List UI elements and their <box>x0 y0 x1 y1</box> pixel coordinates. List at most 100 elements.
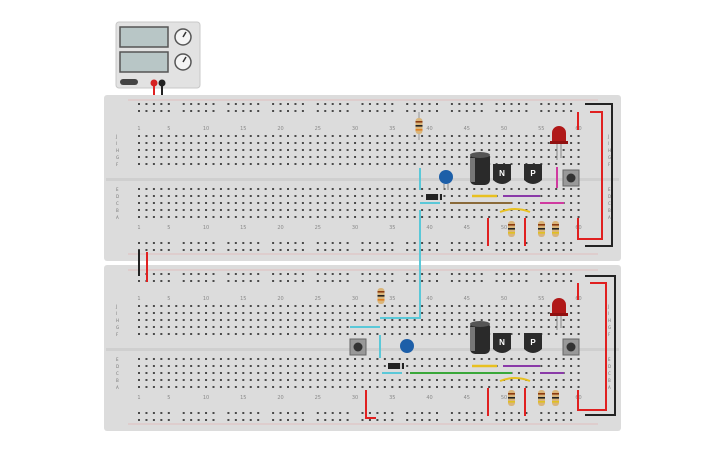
terminal-hole[interactable] <box>480 358 483 360</box>
terminal-hole[interactable] <box>257 333 260 335</box>
terminal-hole[interactable] <box>532 358 535 360</box>
terminal-hole[interactable] <box>219 312 222 314</box>
terminal-hole[interactable] <box>175 305 178 307</box>
terminal-hole[interactable] <box>167 149 170 151</box>
terminal-hole[interactable] <box>391 319 394 321</box>
terminal-hole[interactable] <box>309 333 312 335</box>
terminal-hole[interactable] <box>294 358 297 360</box>
terminal-hole[interactable] <box>234 312 237 314</box>
terminal-hole[interactable] <box>562 209 565 211</box>
terminal-hole[interactable] <box>242 202 245 204</box>
terminal-hole[interactable] <box>443 135 446 137</box>
rail-hole[interactable] <box>227 273 230 275</box>
terminal-hole[interactable] <box>249 202 252 204</box>
terminal-hole[interactable] <box>354 319 357 321</box>
terminal-hole[interactable] <box>242 372 245 374</box>
rail-hole[interactable] <box>190 103 193 105</box>
rail-hole[interactable] <box>562 273 565 275</box>
terminal-hole[interactable] <box>331 195 334 197</box>
rail-hole[interactable] <box>421 419 424 421</box>
rail-hole[interactable] <box>242 412 245 414</box>
resistor-bottom-2[interactable] <box>508 390 515 406</box>
terminal-hole[interactable] <box>406 149 409 151</box>
terminal-hole[interactable] <box>339 312 342 314</box>
rail-hole[interactable] <box>190 110 193 112</box>
terminal-hole[interactable] <box>465 216 468 218</box>
terminal-hole[interactable] <box>197 372 200 374</box>
rail-hole[interactable] <box>368 242 371 244</box>
terminal-hole[interactable] <box>383 319 386 321</box>
terminal-hole[interactable] <box>443 326 446 328</box>
terminal-hole[interactable] <box>294 135 297 137</box>
rail-hole[interactable] <box>145 110 148 112</box>
terminal-hole[interactable] <box>287 379 289 381</box>
rail-hole[interactable] <box>540 419 543 421</box>
terminal-hole[interactable] <box>532 326 535 328</box>
terminal-hole[interactable] <box>495 216 498 218</box>
rail-hole[interactable] <box>182 273 185 275</box>
terminal-hole[interactable] <box>167 312 170 314</box>
terminal-hole[interactable] <box>249 379 252 381</box>
terminal-hole[interactable] <box>368 202 371 204</box>
terminal-hole[interactable] <box>197 216 200 218</box>
terminal-hole[interactable] <box>138 188 140 190</box>
terminal-hole[interactable] <box>436 312 438 314</box>
rail-hole[interactable] <box>428 103 431 105</box>
terminal-hole[interactable] <box>167 319 170 321</box>
rail-hole[interactable] <box>570 273 573 275</box>
terminal-hole[interactable] <box>167 358 170 360</box>
terminal-hole[interactable] <box>421 333 424 335</box>
terminal-hole[interactable] <box>212 365 215 367</box>
terminal-hole[interactable] <box>540 195 543 197</box>
terminal-hole[interactable] <box>465 195 468 197</box>
terminal-hole[interactable] <box>525 358 528 360</box>
rail-hole[interactable] <box>458 419 461 421</box>
rail-hole[interactable] <box>324 280 327 282</box>
terminal-hole[interactable] <box>346 135 349 137</box>
rail-hole[interactable] <box>339 273 342 275</box>
terminal-hole[interactable] <box>242 142 245 144</box>
terminal-hole[interactable] <box>175 326 178 328</box>
rail-hole[interactable] <box>555 110 558 112</box>
terminal-hole[interactable] <box>249 216 252 218</box>
rail-hole[interactable] <box>212 419 215 421</box>
rail-hole[interactable] <box>331 249 334 251</box>
rail-hole[interactable] <box>190 412 193 414</box>
terminal-hole[interactable] <box>175 319 178 321</box>
terminal-hole[interactable] <box>577 156 580 158</box>
terminal-hole[interactable] <box>301 319 304 321</box>
terminal-hole[interactable] <box>152 149 155 151</box>
terminal-hole[interactable] <box>152 142 155 144</box>
terminal-hole[interactable] <box>473 379 476 381</box>
rail-hole[interactable] <box>234 273 237 275</box>
terminal-hole[interactable] <box>160 195 163 197</box>
terminal-hole[interactable] <box>242 188 245 190</box>
rail-hole[interactable] <box>510 103 513 105</box>
rail-hole[interactable] <box>458 242 461 244</box>
rail-hole[interactable] <box>562 419 565 421</box>
terminal-hole[interactable] <box>175 216 178 218</box>
rail-hole[interactable] <box>182 110 185 112</box>
rail-hole[interactable] <box>421 110 424 112</box>
terminal-hole[interactable] <box>436 358 438 360</box>
rail-hole[interactable] <box>287 249 289 251</box>
terminal-hole[interactable] <box>346 312 349 314</box>
terminal-hole[interactable] <box>227 305 230 307</box>
terminal-hole[interactable] <box>257 142 260 144</box>
terminal-hole[interactable] <box>152 312 155 314</box>
terminal-hole[interactable] <box>391 202 394 204</box>
terminal-hole[interactable] <box>212 149 215 151</box>
terminal-hole[interactable] <box>532 209 535 211</box>
terminal-hole[interactable] <box>272 188 275 190</box>
terminal-hole[interactable] <box>219 163 222 165</box>
terminal-hole[interactable] <box>368 319 371 321</box>
terminal-hole[interactable] <box>272 379 275 381</box>
rail-hole[interactable] <box>480 280 483 282</box>
rail-hole[interactable] <box>436 110 438 112</box>
terminal-hole[interactable] <box>301 156 304 158</box>
rail-hole[interactable] <box>562 110 565 112</box>
terminal-hole[interactable] <box>555 386 558 388</box>
terminal-hole[interactable] <box>570 163 573 165</box>
terminal-hole[interactable] <box>450 326 453 328</box>
terminal-hole[interactable] <box>361 379 364 381</box>
